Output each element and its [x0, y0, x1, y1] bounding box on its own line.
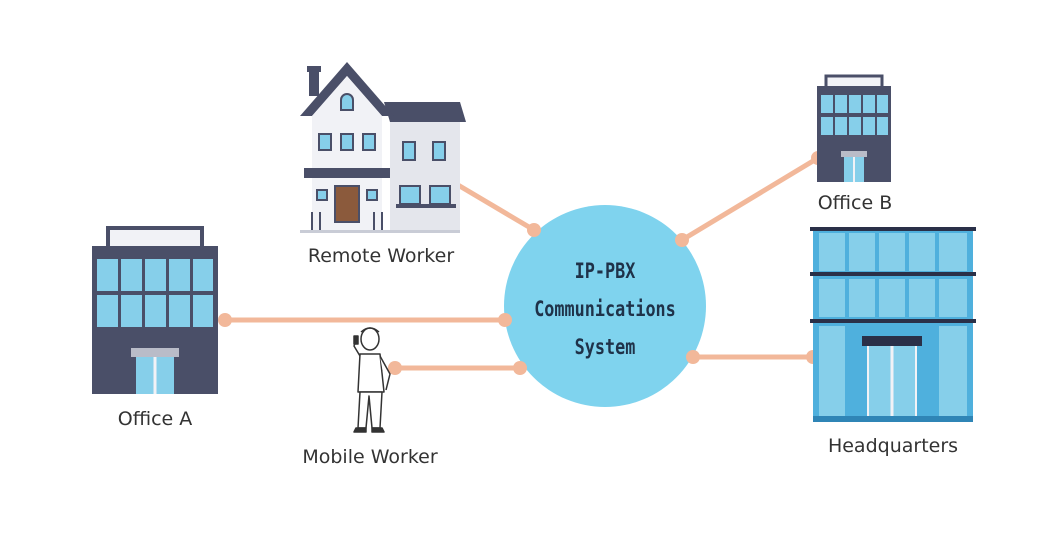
label-headquarters: Headquarters	[827, 435, 959, 457]
hub-label: IP-PBX Communications System	[525, 252, 685, 366]
dot-office-a	[218, 313, 232, 327]
office-a-building-icon	[92, 226, 218, 394]
dot-office-b-hub	[675, 233, 689, 247]
hub-label-line-1: IP-PBX	[574, 259, 636, 283]
label-office-a: Office A	[117, 408, 193, 430]
dot-remote-worker	[527, 223, 541, 237]
hub-label-line-2: Communications	[534, 297, 676, 321]
person-icon	[353, 327, 391, 433]
house-icon	[300, 62, 466, 233]
label-office-b: Office B	[817, 192, 893, 214]
label-mobile-worker: Mobile Worker	[302, 446, 438, 468]
connector-office-b	[679, 155, 821, 243]
hub-label-line-3: System	[574, 335, 636, 359]
dot-mobile-worker	[388, 361, 402, 375]
dot-headquarters-hub	[686, 350, 700, 364]
dot-mobile-worker-hub	[513, 361, 527, 375]
hub-circle	[504, 205, 706, 407]
office-b-building-icon	[817, 74, 891, 182]
label-remote-worker: Remote Worker	[307, 245, 455, 267]
connector-remote-worker	[455, 182, 537, 233]
headquarters-building-icon	[810, 227, 976, 422]
connectors	[222, 155, 821, 371]
dot-office-a-hub	[498, 313, 512, 327]
